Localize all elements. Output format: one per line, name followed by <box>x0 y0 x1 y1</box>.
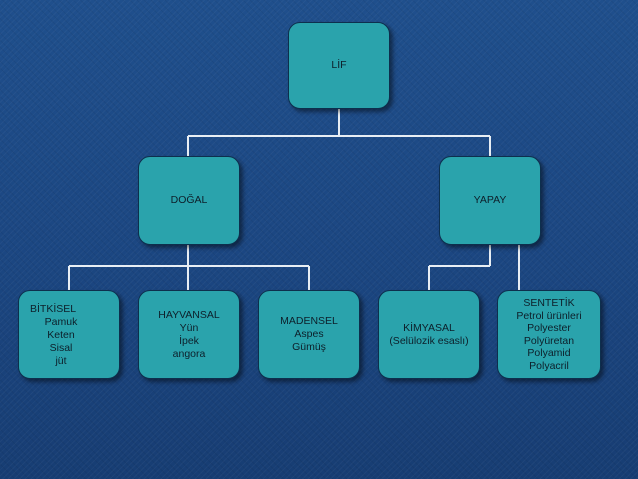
node-plant-item: Keten <box>47 329 75 341</box>
node-chemical-title: KİMYASAL <box>403 321 455 334</box>
node-plant-item: Pamuk <box>44 316 78 328</box>
node-synthetic-item: Petrol ürünleri <box>516 309 582 322</box>
node-fiber: LİF <box>288 22 390 109</box>
node-synthetic-item: Polyamid <box>527 347 571 359</box>
node-animal-item: Yün <box>179 321 199 334</box>
node-plant-item: jüt <box>55 355 67 367</box>
node-synthetic-title: SENTETİK <box>523 297 575 309</box>
node-fiber-label: LİF <box>331 59 347 71</box>
node-mineral-item: Gümüş <box>292 341 326 353</box>
node-plant-item: Sisal <box>49 342 73 354</box>
node-animal-item: İpek <box>179 334 199 347</box>
node-chemical: KİMYASAL (Selülozik esaslı) <box>378 290 480 379</box>
node-plant: BİTKİSEL Pamuk Keten Sisal jüt <box>18 290 120 379</box>
node-plant-title: BİTKİSEL <box>30 303 77 315</box>
node-artificial: YAPAY <box>439 156 541 245</box>
node-synthetic-item: Polyüretan <box>523 334 575 347</box>
node-natural-label: DOĞAL <box>170 194 208 206</box>
node-synthetic: SENTETİK Petrol ürünleri Polyester Polyü… <box>497 290 601 379</box>
node-mineral-title: MADENSEL <box>280 315 338 327</box>
node-natural: DOĞAL <box>138 156 240 245</box>
node-chemical-item: (Selülozik esaslı) <box>389 334 469 347</box>
node-artificial-label: YAPAY <box>473 194 507 206</box>
node-animal: HAYVANSAL Yün İpek angora <box>138 290 240 379</box>
node-synthetic-item: Polyacril <box>529 359 569 372</box>
node-animal-title: HAYVANSAL <box>158 308 220 321</box>
node-mineral-item: Aspes <box>294 328 324 340</box>
node-animal-item: angora <box>172 347 206 360</box>
node-synthetic-item: Polyester <box>527 322 571 334</box>
node-mineral: MADENSEL Aspes Gümüş <box>258 290 360 379</box>
